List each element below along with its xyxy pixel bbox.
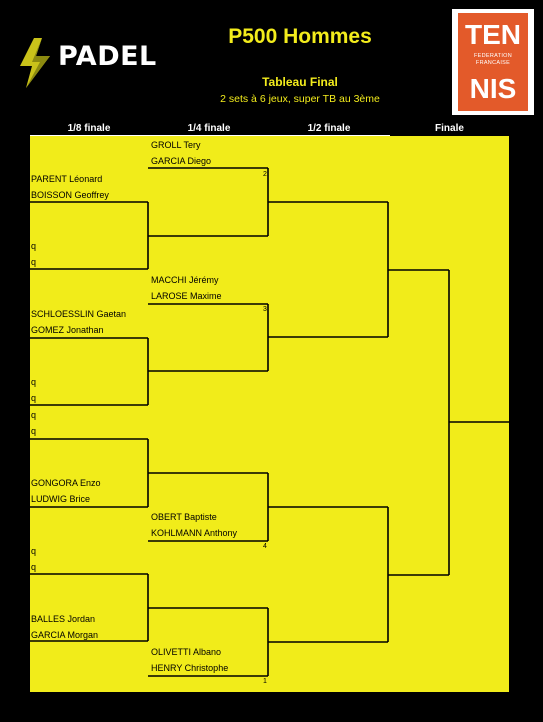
r16-qualifier: q (31, 241, 37, 251)
padel-logo: PADEL (14, 32, 179, 92)
r16-qualifier: q (31, 562, 37, 572)
r16-player: BOISSON Geoffrey (31, 190, 109, 200)
bolt-icon (20, 38, 50, 88)
r16-qualifier: q (31, 393, 37, 403)
round-header-r16: 1/8 finale (67, 123, 111, 134)
format-text: 2 sets à 6 jeux, super TB au 3ème (220, 93, 380, 105)
header-divider (30, 135, 390, 136)
r16-qualifier: q (31, 410, 37, 420)
seed-number: 2 (263, 171, 267, 178)
bracket-board (30, 136, 509, 692)
seed-number: 4 (263, 543, 267, 550)
r16-qualifier: q (31, 426, 37, 436)
r16-player: GOMEZ Jonathan (31, 325, 104, 335)
r16-player: GARCIA Morgan (31, 630, 99, 640)
page-subtitle: Tableau Final (262, 75, 338, 89)
round-header-quarter: 1/4 finale (187, 123, 231, 134)
r16-qualifier: q (31, 546, 37, 556)
fft-logo-bottom: NIS (469, 73, 517, 104)
fft-logo-middle: FEDERATION FRANCAISE (473, 53, 513, 66)
round-header-semi: 1/2 finale (307, 123, 351, 134)
seed-number: 1 (263, 678, 267, 685)
qf-player: LAROSE Maxime (151, 291, 222, 301)
round-header-final: Finale (435, 123, 464, 134)
qf-player: GROLL Tery (151, 140, 201, 150)
page-title: P500 Hommes (228, 25, 372, 48)
qf-player: OLIVETTI Albano (151, 647, 222, 657)
qf-player: GARCIA Diego (151, 156, 212, 166)
qf-player: HENRY Christophe (151, 663, 229, 673)
r16-player: LUDWIG Brice (31, 494, 91, 504)
qf-player: OBERT Baptiste (151, 512, 217, 522)
fft-logo-top: TEN (465, 19, 521, 50)
r16-player: GONGORA Enzo (31, 478, 101, 488)
seed-number: 3 (263, 306, 267, 313)
r16-player: SCHLOESSLIN Gaetan (31, 309, 127, 319)
r16-qualifier: q (31, 377, 37, 387)
qf-player: MACCHI Jérémy (151, 275, 219, 285)
r16-player: PARENT Léonard (31, 174, 103, 184)
r16-qualifier: q (31, 257, 37, 267)
qf-player: KOHLMANN Anthony (151, 528, 238, 538)
r16-player: BALLES Jordan (31, 614, 96, 624)
padel-logo-text: PADEL (58, 41, 157, 72)
fft-tennis-logo: TEN FEDERATION FRANCAISE NIS (452, 9, 534, 115)
